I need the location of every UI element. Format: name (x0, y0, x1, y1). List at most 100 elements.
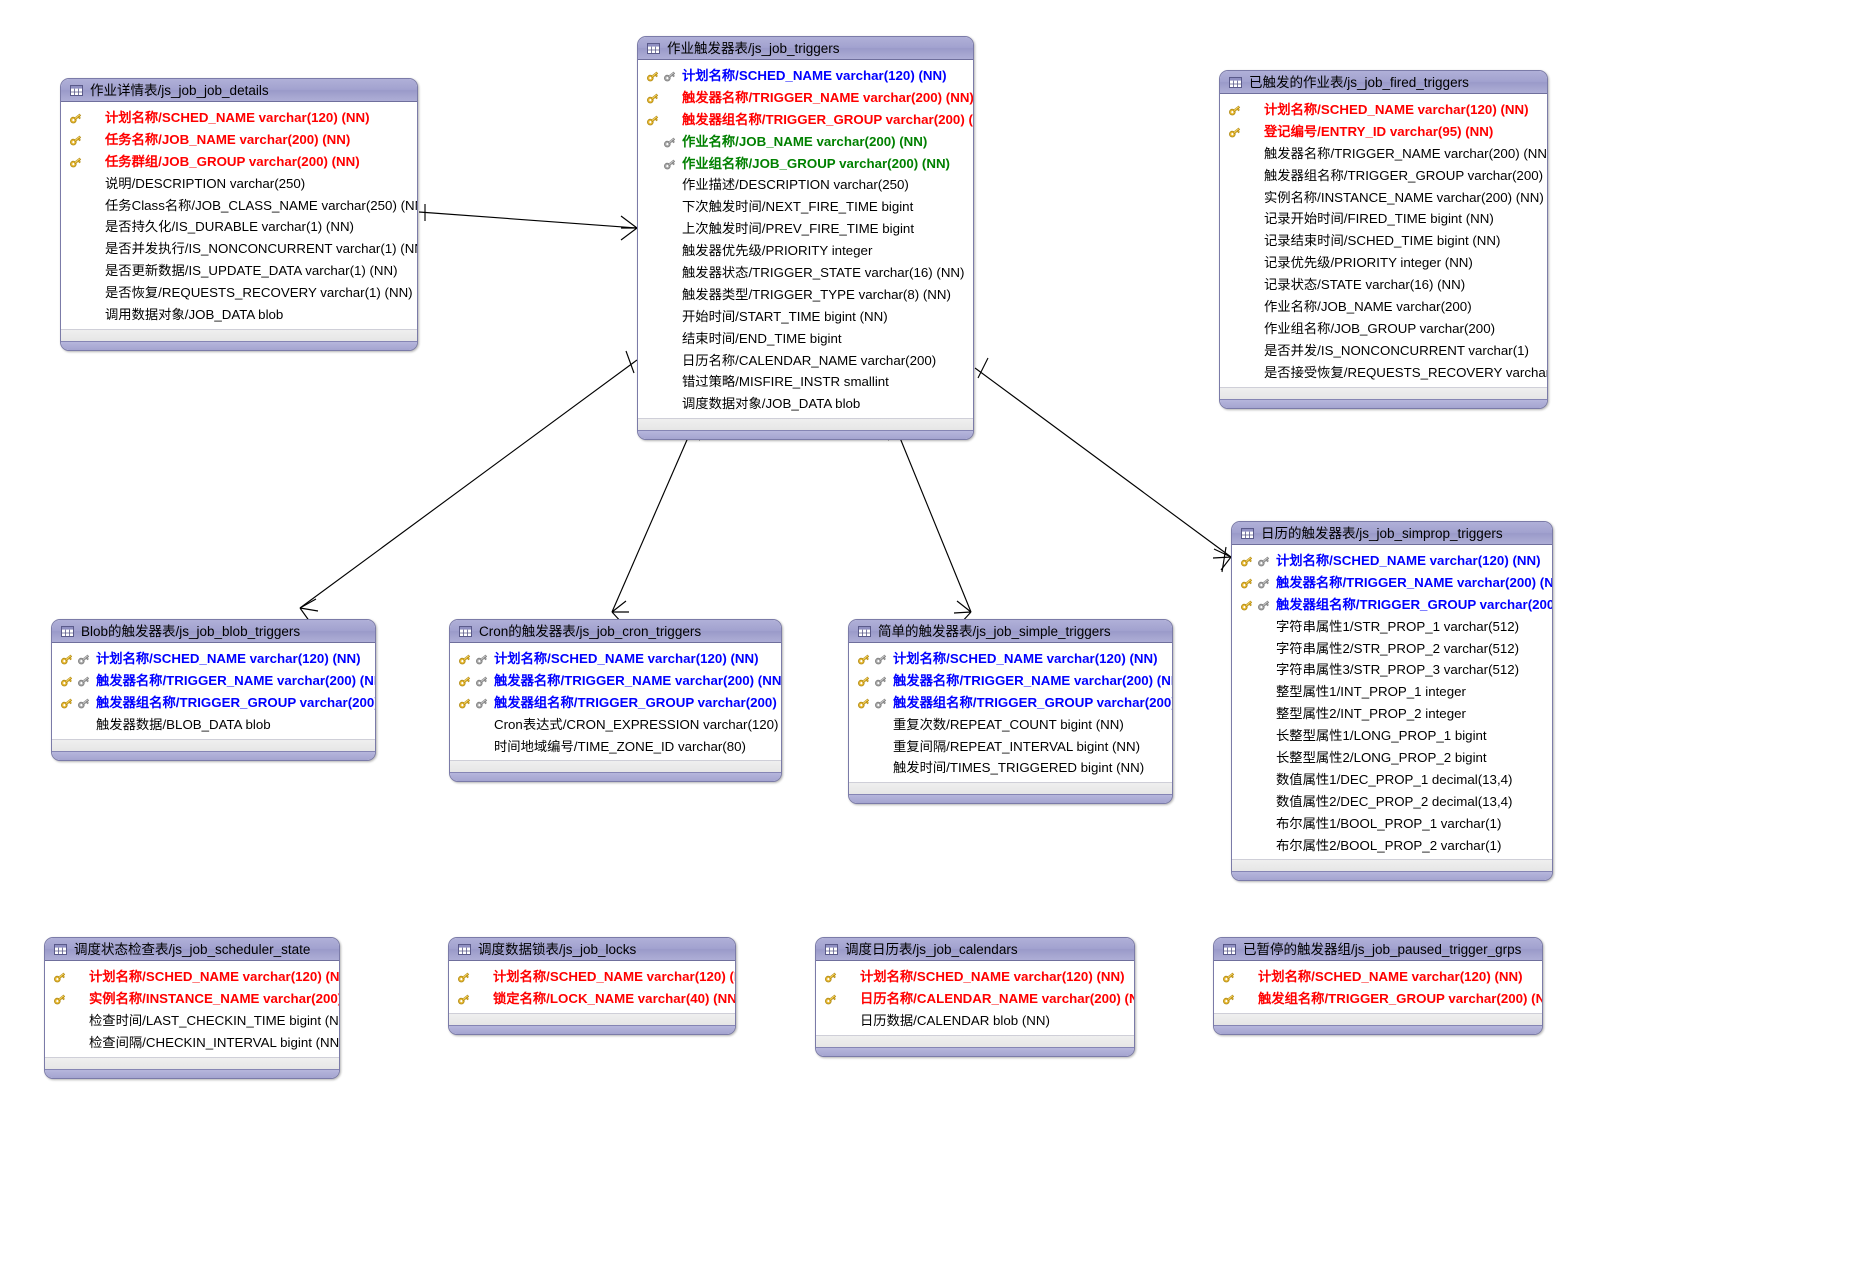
entity-paused_trigger_grps[interactable]: 已暂停的触发器组/js_job_paused_trigger_grps 计划名称/… (1213, 937, 1543, 1035)
attribute-row[interactable]: 锁定名称/LOCK_NAME varchar(40) (NN) (455, 988, 735, 1010)
attribute-row[interactable]: 数值属性2/DEC_PROP_2 decimal(13,4) (1238, 791, 1546, 813)
attribute-row[interactable]: 错过策略/MISFIRE_INSTR smallint (644, 371, 967, 393)
attribute-row[interactable]: 计划名称/SCHED_NAME varchar(120) (NN) (1226, 99, 1541, 121)
attribute-row[interactable]: 记录开始时间/FIRED_TIME bigint (NN) (1226, 208, 1541, 230)
attribute-row[interactable]: 是否接受恢复/REQUESTS_RECOVERY varchar(1) (1226, 362, 1547, 384)
attribute-row[interactable]: 任务名称/JOB_NAME varchar(200) (NN) (67, 129, 411, 151)
attribute-row[interactable]: 上次触发时间/PREV_FIRE_TIME bigint (644, 218, 967, 240)
entity-header-locks[interactable]: 调度数据锁表/js_job_locks (449, 938, 735, 961)
entity-header-job_details[interactable]: 作业详情表/js_job_job_details (61, 79, 417, 102)
attribute-row[interactable]: 是否恢复/REQUESTS_RECOVERY varchar(1) (NN) (67, 282, 413, 304)
entity-cron_triggers[interactable]: Cron的触发器表/js_job_cron_triggers 计划名称/SCHED… (449, 619, 782, 783)
attribute-row[interactable]: 记录状态/STATE varchar(16) (NN) (1226, 274, 1541, 296)
attribute-row[interactable]: 长整型属性2/LONG_PROP_2 bigint (1238, 747, 1546, 769)
attribute-row[interactable]: 作业组名称/JOB_GROUP varchar(200) (1226, 318, 1541, 340)
attribute-row[interactable]: 长整型属性1/LONG_PROP_1 bigint (1238, 725, 1546, 747)
attribute-row[interactable]: 检查时间/LAST_CHECKIN_TIME bigint (NN) (51, 1010, 339, 1032)
attribute-row[interactable]: 是否并发/IS_NONCONCURRENT varchar(1) (1226, 340, 1541, 362)
attribute-row[interactable]: 触发器类型/TRIGGER_TYPE varchar(8) (NN) (644, 284, 967, 306)
attribute-row[interactable]: Cron表达式/CRON_EXPRESSION varchar(120) (NN… (456, 714, 781, 736)
attribute-row[interactable]: 记录优先级/PRIORITY integer (NN) (1226, 252, 1541, 274)
attribute-row[interactable]: 任务群组/JOB_GROUP varchar(200) (NN) (67, 151, 411, 173)
entity-header-job_triggers[interactable]: 作业触发器表/js_job_triggers (638, 37, 973, 60)
attribute-row[interactable]: 检查间隔/CHECKIN_INTERVAL bigint (NN) (51, 1032, 339, 1054)
attribute-row[interactable]: 日历名称/CALENDAR_NAME varchar(200) (NN) (822, 988, 1134, 1010)
attribute-row[interactable]: 计划名称/SCHED_NAME varchar(120) (NN) (455, 966, 735, 988)
attribute-row[interactable]: 计划名称/SCHED_NAME varchar(120) (NN) (51, 966, 339, 988)
attribute-row[interactable]: 触发器名称/TRIGGER_NAME varchar(200) (NN) (644, 87, 973, 109)
attribute-row[interactable]: 结束时间/END_TIME bigint (644, 328, 967, 350)
entity-header-simple_triggers[interactable]: 简单的触发器表/js_job_simple_triggers (849, 620, 1172, 643)
attribute-row[interactable]: 计划名称/SCHED_NAME varchar(120) (NN) (58, 648, 369, 670)
attribute-row[interactable]: 触发器组名称/TRIGGER_GROUP varchar(200) (NN) (644, 109, 973, 131)
attribute-row[interactable]: 触发器组名称/TRIGGER_GROUP varchar(200) (NN) (855, 692, 1172, 714)
entity-blob_triggers[interactable]: Blob的触发器表/js_job_blob_triggers 计划名称/SCHED… (51, 619, 376, 761)
attribute-row[interactable]: 触发器组名称/TRIGGER_GROUP varchar(200) (NN) (1226, 165, 1547, 187)
attribute-row[interactable]: 计划名称/SCHED_NAME varchar(120) (NN) (855, 648, 1166, 670)
attribute-row[interactable]: 日历名称/CALENDAR_NAME varchar(200) (644, 350, 967, 372)
attribute-row[interactable]: 作业名称/JOB_NAME varchar(200) (NN) (644, 131, 967, 153)
attribute-row[interactable]: 整型属性2/INT_PROP_2 integer (1238, 703, 1546, 725)
entity-header-scheduler_state[interactable]: 调度状态检查表/js_job_scheduler_state (45, 938, 339, 961)
attribute-row[interactable]: 字符串属性1/STR_PROP_1 varchar(512) (1238, 616, 1546, 638)
attribute-row[interactable]: 作业名称/JOB_NAME varchar(200) (1226, 296, 1541, 318)
attribute-row[interactable]: 触发器数据/BLOB_DATA blob (58, 714, 369, 736)
entity-scheduler_state[interactable]: 调度状态检查表/js_job_scheduler_state 计划名称/SCHED… (44, 937, 340, 1079)
attribute-row[interactable]: 计划名称/SCHED_NAME varchar(120) (NN) (822, 966, 1128, 988)
attribute-row[interactable]: 计划名称/SCHED_NAME varchar(120) (NN) (1238, 550, 1546, 572)
attribute-row[interactable]: 时间地域编号/TIME_ZONE_ID varchar(80) (456, 736, 775, 758)
attribute-row[interactable]: 作业组名称/JOB_GROUP varchar(200) (NN) (644, 153, 967, 175)
entity-simprop_triggers[interactable]: 日历的触发器表/js_job_simprop_triggers 计划名称/SCHE… (1231, 521, 1553, 882)
attribute-row[interactable]: 开始时间/START_TIME bigint (NN) (644, 306, 967, 328)
entity-header-cron_triggers[interactable]: Cron的触发器表/js_job_cron_triggers (450, 620, 781, 643)
attribute-row[interactable]: 布尔属性1/BOOL_PROP_1 varchar(1) (1238, 813, 1546, 835)
attribute-row[interactable]: 重复间隔/REPEAT_INTERVAL bigint (NN) (855, 736, 1166, 758)
entity-header-fired_triggers[interactable]: 已触发的作业表/js_job_fired_triggers (1220, 71, 1547, 94)
attribute-row[interactable]: 是否更新数据/IS_UPDATE_DATA varchar(1) (NN) (67, 260, 411, 282)
attribute-row[interactable]: 触发器组名称/TRIGGER_GROUP varchar(200) (NN) (1238, 594, 1552, 616)
attribute-row[interactable]: 日历数据/CALENDAR blob (NN) (822, 1010, 1128, 1032)
attribute-row[interactable]: 重复次数/REPEAT_COUNT bigint (NN) (855, 714, 1166, 736)
attribute-row[interactable]: 调度数据对象/JOB_DATA blob (644, 393, 967, 415)
attribute-row[interactable]: 触发组名称/TRIGGER_GROUP varchar(200) (NN) (1220, 988, 1542, 1010)
attribute-row[interactable]: 实例名称/INSTANCE_NAME varchar(200) (NN) (1226, 187, 1544, 209)
attribute-row[interactable]: 触发器组名称/TRIGGER_GROUP varchar(200) (NN) (456, 692, 781, 714)
attribute-row[interactable]: 实例名称/INSTANCE_NAME varchar(200) (NN) (51, 988, 339, 1010)
attribute-row[interactable]: 调用数据对象/JOB_DATA blob (67, 304, 411, 326)
attribute-row[interactable]: 计划名称/SCHED_NAME varchar(120) (NN) (67, 107, 411, 129)
attribute-row[interactable]: 记录结束时间/SCHED_TIME bigint (NN) (1226, 230, 1541, 252)
attribute-row[interactable]: 字符串属性2/STR_PROP_2 varchar(512) (1238, 638, 1546, 660)
attribute-row[interactable]: 触发器名称/TRIGGER_NAME varchar(200) (NN) (1226, 143, 1547, 165)
attribute-row[interactable]: 作业描述/DESCRIPTION varchar(250) (644, 174, 967, 196)
attribute-row[interactable]: 字符串属性3/STR_PROP_3 varchar(512) (1238, 659, 1546, 681)
attribute-row[interactable]: 整型属性1/INT_PROP_1 integer (1238, 681, 1546, 703)
entity-header-simprop_triggers[interactable]: 日历的触发器表/js_job_simprop_triggers (1232, 522, 1552, 545)
attribute-row[interactable]: 触发器状态/TRIGGER_STATE varchar(16) (NN) (644, 262, 967, 284)
attribute-row[interactable]: 触发时间/TIMES_TRIGGERED bigint (NN) (855, 757, 1166, 779)
attribute-row[interactable]: 说明/DESCRIPTION varchar(250) (67, 173, 411, 195)
entity-locks[interactable]: 调度数据锁表/js_job_locks 计划名称/SCHED_NAME varch… (448, 937, 736, 1035)
attribute-row[interactable]: 数值属性1/DEC_PROP_1 decimal(13,4) (1238, 769, 1546, 791)
attribute-row[interactable]: 计划名称/SCHED_NAME varchar(120) (NN) (644, 65, 967, 87)
entity-job_triggers[interactable]: 作业触发器表/js_job_triggers 计划名称/SCHED_NAME va… (637, 36, 974, 441)
attribute-row[interactable]: 触发器组名称/TRIGGER_GROUP varchar(200) (NN) (58, 692, 375, 714)
entity-fired_triggers[interactable]: 已触发的作业表/js_job_fired_triggers 计划名称/SCHED_… (1219, 70, 1548, 409)
attribute-row[interactable]: 触发器名称/TRIGGER_NAME varchar(200) (NN) (1238, 572, 1552, 594)
entity-simple_triggers[interactable]: 简单的触发器表/js_job_simple_triggers 计划名称/SCHED… (848, 619, 1173, 805)
attribute-row[interactable]: 触发器名称/TRIGGER_NAME varchar(200) (NN) (855, 670, 1172, 692)
attribute-row[interactable]: 任务Class名称/JOB_CLASS_NAME varchar(250) (N… (67, 195, 417, 217)
entity-header-blob_triggers[interactable]: Blob的触发器表/js_job_blob_triggers (52, 620, 375, 643)
attribute-row[interactable]: 计划名称/SCHED_NAME varchar(120) (NN) (456, 648, 775, 670)
attribute-row[interactable]: 触发器优先级/PRIORITY integer (644, 240, 967, 262)
entity-job_details[interactable]: 作业详情表/js_job_job_details 计划名称/SCHED_NAME … (60, 78, 418, 351)
attribute-row[interactable]: 布尔属性2/BOOL_PROP_2 varchar(1) (1238, 835, 1546, 857)
attribute-row[interactable]: 是否并发执行/IS_NONCONCURRENT varchar(1) (NN) (67, 238, 417, 260)
attribute-row[interactable]: 触发器名称/TRIGGER_NAME varchar(200) (NN) (456, 670, 781, 692)
attribute-row[interactable]: 是否持久化/IS_DURABLE varchar(1) (NN) (67, 216, 411, 238)
attribute-row[interactable]: 下次触发时间/NEXT_FIRE_TIME bigint (644, 196, 967, 218)
attribute-row[interactable]: 登记编号/ENTRY_ID varchar(95) (NN) (1226, 121, 1541, 143)
attribute-row[interactable]: 计划名称/SCHED_NAME varchar(120) (NN) (1220, 966, 1536, 988)
attribute-row[interactable]: 触发器名称/TRIGGER_NAME varchar(200) (NN) (58, 670, 375, 692)
entity-header-paused_trigger_grps[interactable]: 已暂停的触发器组/js_job_paused_trigger_grps (1214, 938, 1542, 961)
